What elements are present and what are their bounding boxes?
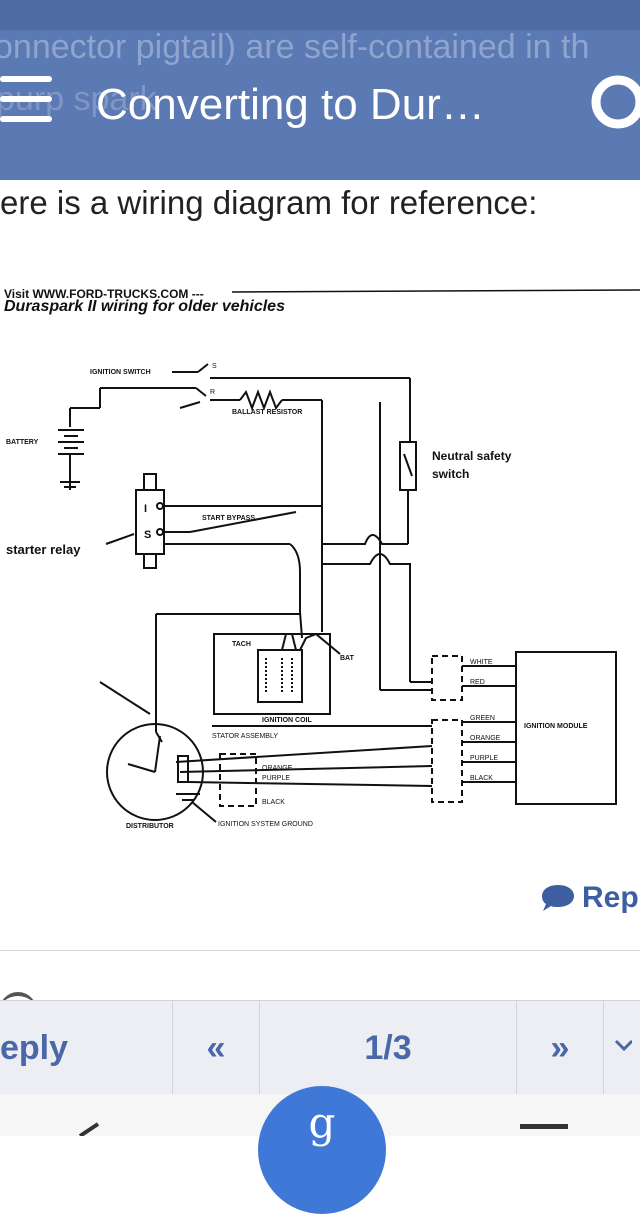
svg-text:STATOR ASSEMBLY: STATOR ASSEMBLY: [212, 733, 278, 740]
toolbar-menu-icon[interactable]: [520, 1124, 568, 1129]
pager-separator: [516, 1001, 517, 1095]
svg-text:IGNITION SYSTEM GROUND: IGNITION SYSTEM GROUND: [218, 821, 313, 828]
svg-text:BLACK: BLACK: [262, 799, 285, 806]
app-header: onnector pigtail) are self-contained in …: [0, 0, 640, 180]
svg-text:PURPLE: PURPLE: [470, 755, 498, 762]
svg-text:S: S: [212, 363, 217, 370]
svg-text:ORANGE: ORANGE: [470, 735, 501, 742]
svg-text:DISTRIBUTOR: DISTRIBUTOR: [126, 823, 174, 830]
svg-text:BATTERY: BATTERY: [6, 439, 39, 446]
svg-text:BAT: BAT: [340, 655, 355, 662]
svg-text:S: S: [144, 529, 151, 541]
page-indicator[interactable]: 1/3: [364, 1028, 412, 1067]
search-icon[interactable]: [588, 74, 640, 134]
svg-text:starter relay: starter relay: [6, 542, 81, 557]
svg-text:IGNITION SWITCH: IGNITION SWITCH: [90, 369, 151, 376]
reply-link[interactable]: Rep: [540, 876, 639, 920]
svg-text:I: I: [144, 503, 147, 515]
next-page-icon[interactable]: »: [550, 1028, 570, 1067]
header-ghost-text: onnector pigtail) are self-contained in …: [0, 28, 590, 66]
post-divider: [0, 950, 640, 951]
compose-fab[interactable]: g: [258, 1086, 386, 1214]
last-page-icon[interactable]: [604, 1001, 640, 1095]
svg-text:GREEN: GREEN: [470, 715, 495, 722]
avatar: [0, 992, 38, 1036]
pager-separator: [259, 1001, 260, 1095]
svg-text:R: R: [210, 389, 215, 396]
diagram-caption: Duraspark II wiring for older vehicles: [4, 298, 285, 315]
svg-text:switch: switch: [432, 467, 469, 481]
svg-text:BALLAST RESISTOR: BALLAST RESISTOR: [232, 409, 302, 416]
diagram-watermark: Visit WWW.FORD-TRUCKS.COM ---: [4, 287, 204, 301]
svg-text:RED: RED: [470, 679, 485, 686]
svg-text:IGNITION COIL: IGNITION COIL: [262, 717, 313, 724]
svg-text:START BYPASS: START BYPASS: [202, 515, 255, 522]
svg-text:TACH: TACH: [232, 641, 251, 648]
reply-link-label: Rep: [582, 881, 639, 914]
thread-pager: eply « 1/3 »: [0, 1000, 640, 1096]
reply-button[interactable]: eply: [0, 1028, 69, 1067]
post-intro-text: ere is a wiring diagram for reference:: [0, 184, 538, 221]
svg-text:WHITE: WHITE: [470, 659, 493, 666]
svg-text:Neutral safety: Neutral safety: [432, 449, 512, 463]
previous-page-icon[interactable]: «: [206, 1028, 226, 1067]
pager-separator: [603, 1001, 604, 1095]
thread-title: Converting to Dur…: [96, 80, 485, 129]
header-top-band: [0, 0, 640, 30]
svg-text:PURPLE: PURPLE: [262, 775, 290, 782]
svg-text:IGNITION MODULE: IGNITION MODULE: [524, 723, 588, 730]
wiring-diagram-image: Visit WWW.FORD-TRUCKS.COM --- Duraspark …: [0, 282, 640, 842]
pager-separator: [172, 1001, 173, 1095]
svg-text:BLACK: BLACK: [470, 775, 493, 782]
back-chevron-icon[interactable]: [76, 1122, 106, 1136]
hamburger-menu-icon[interactable]: [0, 72, 60, 132]
speech-bubble-icon: [542, 885, 574, 911]
fab-glyph: g: [308, 1098, 336, 1147]
svg-text:ORANGE: ORANGE: [262, 765, 293, 772]
